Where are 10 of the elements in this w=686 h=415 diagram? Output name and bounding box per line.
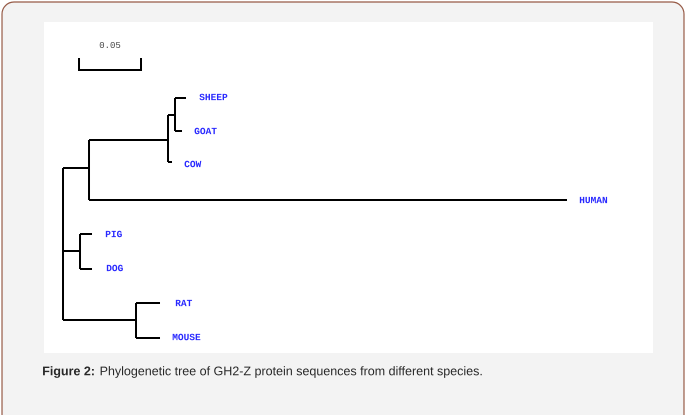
species-label: COW xyxy=(184,160,202,168)
species-label: HUMAN xyxy=(580,196,608,204)
species-label: GOAT xyxy=(194,128,217,134)
species-label: PIG xyxy=(106,230,122,238)
species-label: MOUSE xyxy=(172,334,200,340)
species-label: DOG xyxy=(106,264,123,272)
species-label: SHEEP xyxy=(199,94,228,100)
scale-label: 0.05 xyxy=(100,42,120,48)
figure-caption: Figure 2: Phylogenetic tree of GH2-Z protein sequences from different species. xyxy=(43,366,482,378)
species-label: RAT xyxy=(176,300,192,306)
